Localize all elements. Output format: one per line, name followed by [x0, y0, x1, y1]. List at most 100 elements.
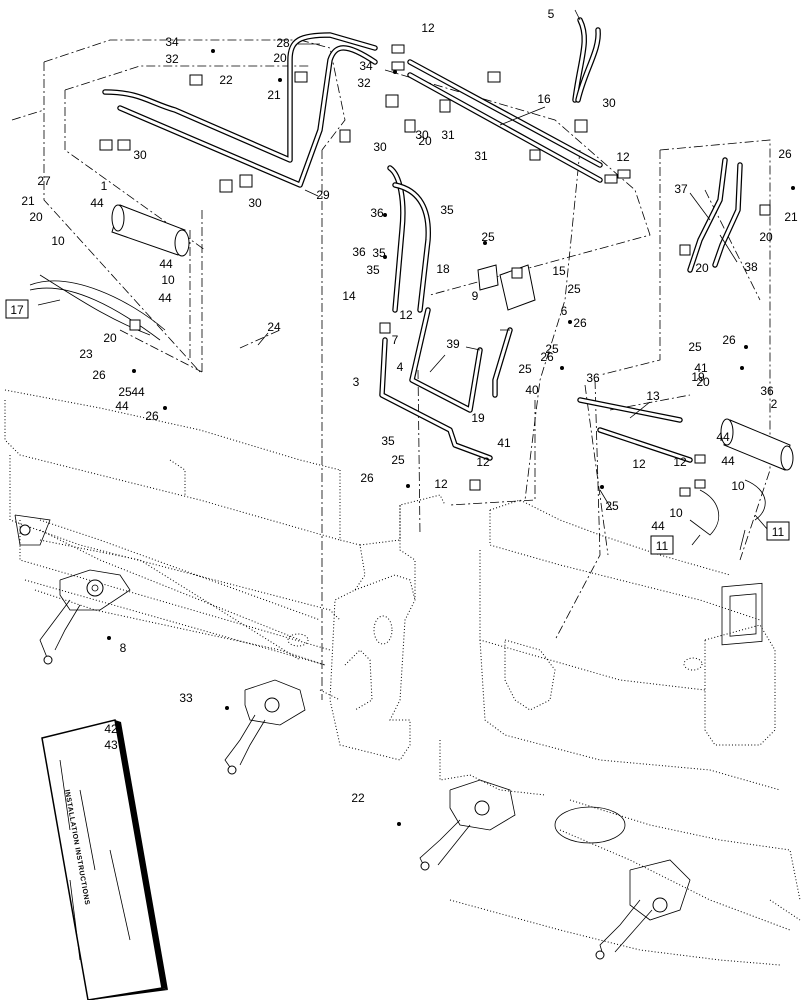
hydraulic-tubes — [102, 17, 743, 463]
svg-text:11: 11 — [772, 525, 785, 539]
callout-32: 32 — [357, 76, 371, 90]
callout-44: 44 — [158, 291, 172, 305]
callout-40: 40 — [525, 383, 539, 397]
callout-36: 36 — [370, 206, 384, 220]
callout-16: 16 — [537, 92, 551, 106]
callout-10: 10 — [51, 234, 65, 248]
callout-26: 26 — [573, 316, 587, 330]
callout-3: 3 — [353, 375, 360, 389]
callout-26: 26 — [778, 147, 792, 161]
callout-18: 18 — [436, 262, 450, 276]
callout-25: 25 — [605, 499, 619, 513]
callout-26: 26 — [540, 350, 554, 364]
callout-12: 12 — [616, 150, 630, 164]
cylinder-1 — [111, 204, 190, 257]
pivot-arm-center — [224, 679, 306, 775]
callout-37: 37 — [674, 182, 688, 196]
callout-9: 9 — [472, 289, 479, 303]
pivot-arm-right — [419, 779, 691, 960]
callout-28: 28 — [276, 36, 290, 50]
callout-1: 1 — [101, 179, 108, 193]
valve-block — [477, 264, 536, 311]
callout-31: 31 — [474, 149, 488, 163]
callout-36: 36 — [352, 245, 366, 259]
callout-25: 25 — [567, 282, 581, 296]
callout-22: 22 — [351, 791, 365, 805]
callout-14: 14 — [342, 289, 356, 303]
hoses-left — [29, 274, 166, 341]
svg-text:11: 11 — [656, 539, 669, 553]
leader-lines — [37, 9, 769, 551]
callout-12: 12 — [399, 308, 413, 322]
callout-12: 12 — [632, 457, 646, 471]
callout-12: 12 — [476, 455, 490, 469]
header-frame — [4, 389, 801, 966]
callout-2: 2 — [771, 397, 778, 411]
callout-42: 42 — [104, 722, 118, 736]
callout-4: 4 — [397, 360, 404, 374]
callout-35: 35 — [440, 203, 454, 217]
callout-12: 12 — [421, 21, 435, 35]
bolts — [107, 49, 795, 826]
callout-26: 26 — [360, 471, 374, 485]
callout-33: 33 — [179, 691, 193, 705]
callout-30: 30 — [415, 128, 429, 142]
svg-text:17: 17 — [10, 303, 24, 317]
callout-26: 26 — [92, 368, 106, 382]
callout-35: 35 — [372, 246, 386, 260]
callout-10: 10 — [669, 506, 683, 520]
callout-19: 19 — [471, 411, 485, 425]
callout-7: 7 — [392, 333, 399, 347]
callout-30: 30 — [373, 140, 387, 154]
cylinder-2 — [720, 418, 794, 471]
callout-22: 22 — [219, 73, 233, 87]
callout-32: 32 — [165, 52, 179, 66]
callout-20: 20 — [29, 210, 43, 224]
callout-26: 26 — [722, 333, 736, 347]
callout-20: 20 — [273, 51, 287, 65]
callout-30: 30 — [248, 196, 262, 210]
callout-20: 20 — [695, 261, 709, 275]
callout-15: 15 — [552, 264, 566, 278]
callout-25: 25 — [545, 342, 559, 356]
callout-38: 38 — [744, 260, 758, 274]
callout-25: 25 — [391, 453, 405, 467]
callout-8: 8 — [120, 641, 127, 655]
clamps — [99, 71, 771, 331]
callout-25: 25 — [518, 362, 532, 376]
hoses-right — [689, 479, 766, 536]
callout-31: 31 — [441, 128, 455, 142]
callout-34: 34 — [359, 59, 373, 73]
callout-21: 21 — [267, 88, 281, 102]
callout-44: 44 — [115, 399, 129, 413]
callout-25: 25 — [481, 230, 495, 244]
callout-13: 13 — [646, 389, 660, 403]
fittings — [379, 44, 706, 497]
callout-44: 44 — [721, 454, 735, 468]
callout-26: 26 — [145, 409, 159, 423]
callout-23: 23 — [79, 347, 93, 361]
callout-20: 20 — [759, 230, 773, 244]
callout-20: 20 — [418, 134, 432, 148]
callout-12: 12 — [434, 477, 448, 491]
callout-19: 19 — [691, 370, 705, 384]
callout-41: 41 — [497, 436, 511, 450]
callout-36: 36 — [760, 384, 774, 398]
callout-39: 39 — [446, 337, 460, 351]
callout-10: 10 — [731, 479, 745, 493]
callout-21: 21 — [784, 210, 798, 224]
phantom-boundaries — [11, 39, 771, 700]
callout-10: 10 — [161, 273, 175, 287]
callout-29: 29 — [316, 188, 330, 202]
callout-5: 5 — [548, 7, 555, 21]
callout-20: 20 — [103, 331, 117, 345]
callout-27: 27 — [37, 174, 51, 188]
pivot-arm-left — [14, 514, 131, 665]
callout-41: 41 — [694, 361, 708, 375]
callout-43: 43 — [104, 738, 118, 752]
boxed-label-17: 17 — [5, 299, 29, 319]
callout-24: 24 — [267, 320, 281, 334]
installation-manual: INSTALLATION INSTRUCTIONS — [41, 719, 168, 1000]
callout-20: 20 — [696, 375, 710, 389]
